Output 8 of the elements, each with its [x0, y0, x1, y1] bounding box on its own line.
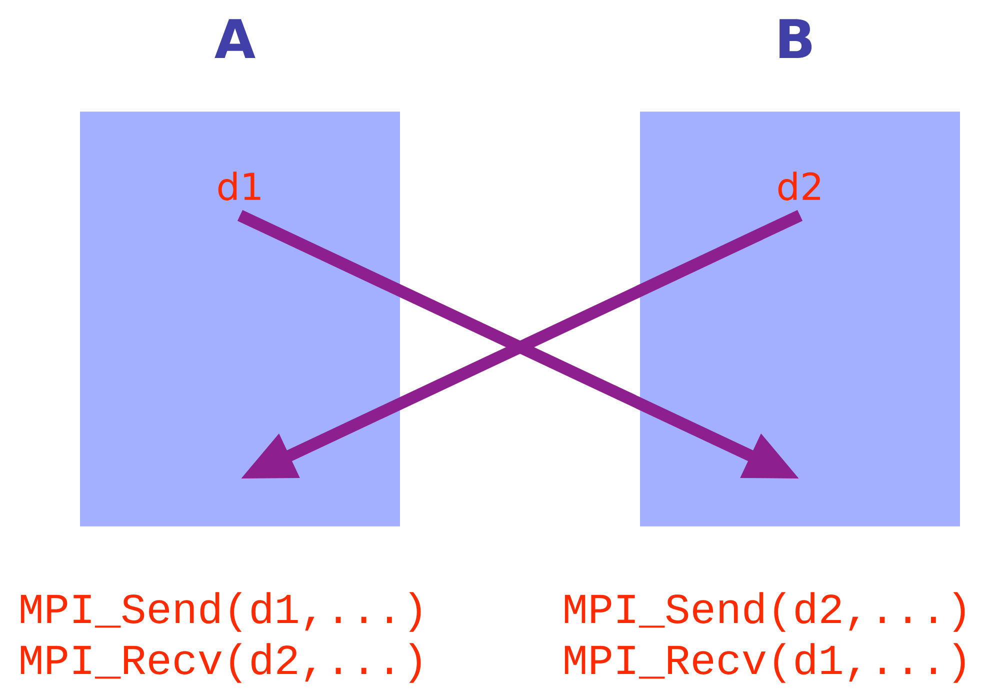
variable-label: d1: [218, 172, 260, 200]
variable-label: d2: [778, 172, 820, 200]
code-line: MPI_Recv(d1,...): [564, 643, 965, 683]
node-label: A: [214, 19, 256, 58]
code-line: MPI_Recv(d2,...): [20, 643, 421, 683]
code-line: MPI_Send(d2,...): [564, 592, 965, 632]
code-line: MPI_Send(d1,...): [20, 592, 421, 632]
node-label: B: [780, 19, 812, 58]
